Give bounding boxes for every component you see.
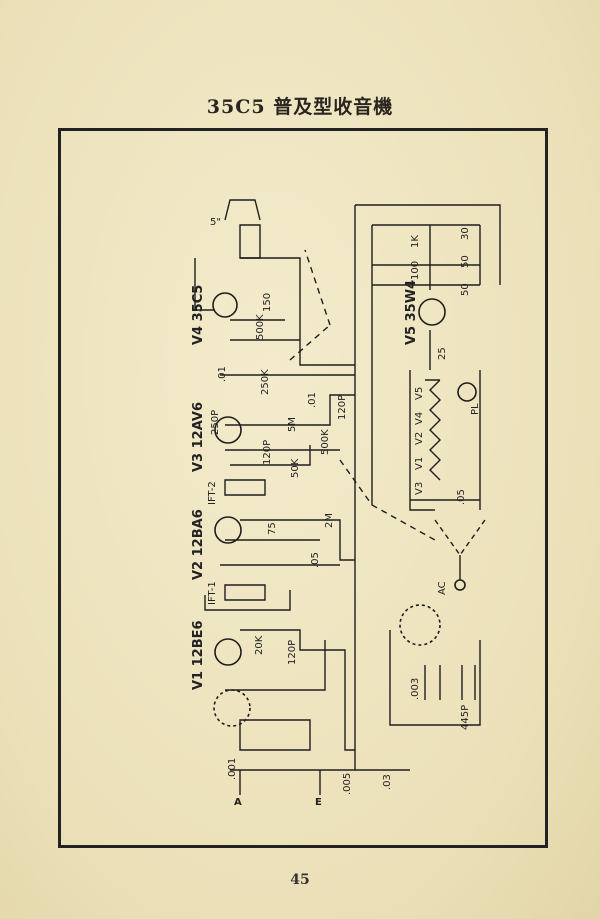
- label-c-50a: 50: [460, 255, 471, 268]
- ac-plug-symbol: [454, 579, 466, 591]
- speaker-size-label: 5": [210, 217, 221, 228]
- tube-v2-label: V2 12BA6: [191, 509, 206, 580]
- heater-string-frame: [409, 370, 481, 511]
- tube-v5-envelope: [418, 298, 446, 326]
- label-c-01-v4: .01: [217, 366, 228, 382]
- ift-2-label: IFT-2: [207, 481, 218, 505]
- label-r-20k: 20K: [254, 635, 265, 655]
- terminal-antenna-label: A: [234, 797, 242, 808]
- v4-grid-line: [194, 258, 215, 311]
- label-r-50k: 50K: [290, 458, 301, 478]
- label-c-005: .005: [342, 773, 353, 795]
- output-transformer: [239, 224, 261, 259]
- label-r-25: 25: [437, 347, 448, 360]
- terminal-earth-label: E: [315, 797, 322, 808]
- label-r-5m: 5M: [287, 417, 298, 432]
- v3-plate-line: [225, 394, 355, 426]
- det-line: [230, 445, 311, 466]
- label-c-50b: 50: [460, 283, 471, 296]
- v2-plate-line: [240, 519, 355, 561]
- tube-socket-gang: [399, 604, 441, 646]
- tube-v1-envelope: [214, 638, 242, 666]
- tuning-caps: [424, 665, 476, 700]
- gang-link-top: [304, 249, 331, 326]
- ift-1-lead: [204, 590, 291, 611]
- heater-v2-label: V2: [414, 432, 425, 445]
- page-number: 45: [290, 872, 310, 888]
- label-c-01-v3: .01: [307, 392, 318, 408]
- label-c-03: .03: [382, 774, 393, 790]
- tube-v4-label: V4 35C5: [191, 285, 206, 345]
- vol-switch-link: [339, 459, 436, 541]
- antenna-coil: [239, 719, 311, 751]
- heater-v5-label: V5: [414, 387, 425, 400]
- page-title: 35C5 普及型收音機: [206, 96, 394, 118]
- v1-plate-line: [240, 629, 355, 751]
- filter-lines: [372, 224, 480, 286]
- pilot-lamp-label: PL: [470, 403, 481, 415]
- label-c-05-v2: .05: [310, 552, 321, 568]
- heater-v1-label: V1: [414, 457, 425, 470]
- label-r-500k-v4: 500K: [255, 314, 266, 340]
- v4-plate-line: [240, 257, 355, 366]
- tube-socket-v1: [213, 689, 251, 727]
- heater-v3-label: V3: [414, 482, 425, 495]
- pilot-lamp-symbol: [457, 382, 477, 402]
- label-c-003: .003: [410, 678, 421, 700]
- ift-1-label: IFT-1: [207, 581, 218, 605]
- label-r-2m: 2M: [324, 513, 335, 528]
- label-c-001: .001: [227, 758, 238, 780]
- gang-link-mid: [289, 324, 331, 361]
- label-c-445p: 445P: [460, 705, 471, 730]
- tube-v1-label: V1 12BE6: [191, 620, 206, 690]
- speaker-cone: [224, 199, 261, 221]
- v1-grid-line: [225, 640, 326, 691]
- label-c-250p: 250P: [210, 410, 221, 435]
- label-r-150: 150: [262, 293, 273, 312]
- label-r-1k: 1K: [410, 235, 421, 248]
- label-c-30: 30: [460, 227, 471, 240]
- terminal-leads: [239, 770, 321, 795]
- heater-v4-label: V4: [414, 412, 425, 425]
- label-c-120p-v3: 120P: [337, 395, 348, 420]
- ift-1-can: [224, 584, 266, 601]
- terminal-ac-label: AC: [437, 581, 448, 595]
- tube-v2-envelope: [214, 516, 242, 544]
- tube-v3-label: V3 12AV6: [191, 402, 206, 472]
- label-r-500k-vol: 500K: [320, 429, 331, 455]
- heater-zigzag: [425, 379, 441, 481]
- label-r-100: 100: [410, 261, 421, 280]
- tube-v3-envelope: [214, 416, 242, 444]
- label-c-120p-v1: 120P: [287, 640, 298, 665]
- power-switch-link: [434, 519, 486, 557]
- tube-v4-envelope: [212, 292, 238, 318]
- label-r-75: 75: [267, 522, 278, 535]
- label-r-250k: 250K: [260, 369, 271, 395]
- ift-2-can: [224, 479, 266, 496]
- label-c-05-heater: .05: [456, 489, 467, 505]
- b-plus-rail: [355, 204, 501, 285]
- tube-v5-label: V5 35W4: [404, 280, 419, 345]
- label-c-120p-det: 120P: [262, 440, 273, 465]
- schematic-frame: [58, 128, 548, 848]
- tuning-gang-frame: [389, 630, 481, 726]
